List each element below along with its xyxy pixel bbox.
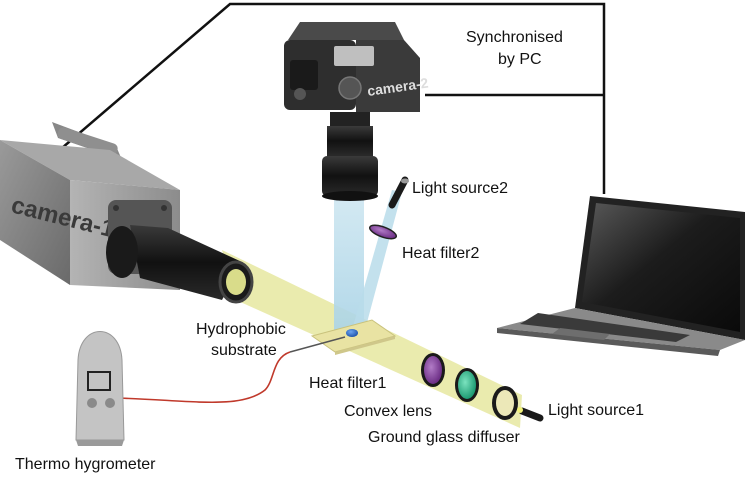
light-source2-label: Light source2 [412, 180, 508, 197]
sync-label: Synchronised [466, 29, 563, 46]
light-beam-2 [334, 190, 402, 334]
hydrophobic-substrate [310, 319, 397, 355]
heat-filter-2 [368, 224, 398, 240]
thermo-probe [289, 336, 346, 353]
thermo-cable [115, 351, 291, 404]
light-source-1-icon [517, 407, 544, 422]
heat-filter-1 [421, 353, 445, 387]
light-source-2-icon [388, 176, 409, 209]
heat-filter1-label: Heat filter1 [309, 375, 386, 392]
sync-label-line2: by PC [498, 51, 542, 68]
hydrophobic-label: Hydrophobic [196, 321, 286, 338]
camera-2-icon: camera-2 [284, 22, 430, 201]
heat-filter2-label: Heat filter2 [402, 245, 479, 262]
thermo-hygrometer-label: Thermo hygrometer [15, 456, 156, 473]
convex-lens [455, 368, 479, 402]
light-source1-label: Light source1 [548, 402, 644, 419]
sync-wires [61, 2, 606, 194]
substrate-label: substrate [211, 342, 277, 359]
ground-glass-label: Ground glass diffuser [368, 429, 520, 446]
camera-1-icon: camera-1 [0, 122, 254, 304]
thermo-hygrometer-icon [75, 331, 125, 446]
ground-glass-diffuser [492, 386, 518, 420]
water-droplet [346, 329, 358, 337]
convex-lens-label: Convex lens [344, 403, 432, 420]
laptop-icon [497, 196, 745, 356]
labels: Synchronised by PC Light source2 Heat fi… [15, 29, 644, 473]
